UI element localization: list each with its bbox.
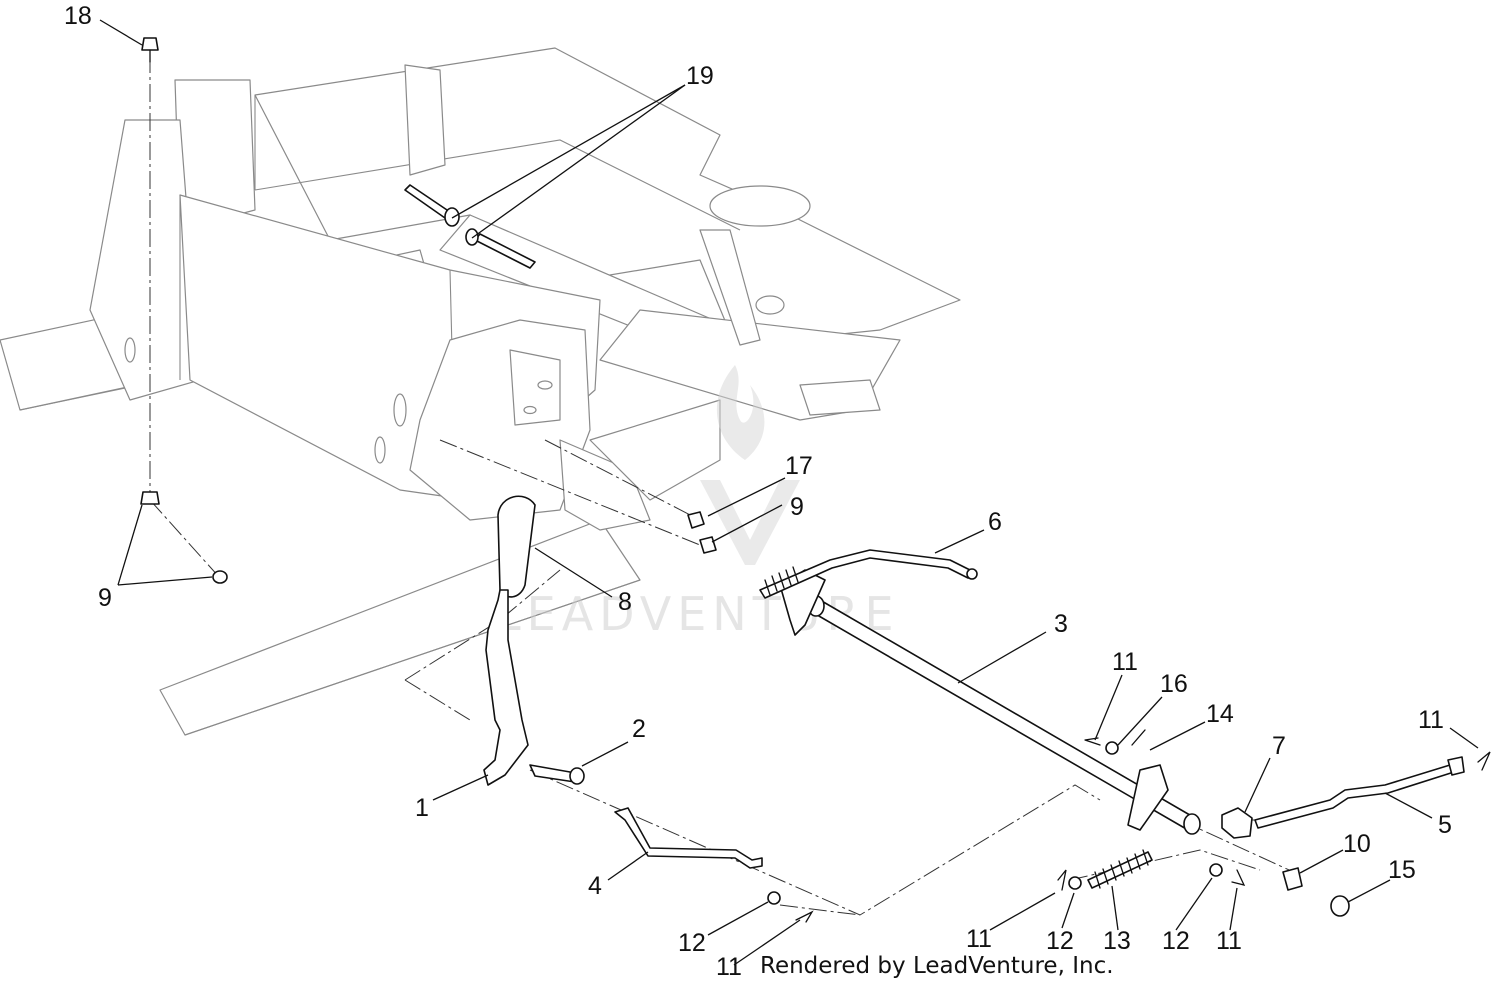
callout-2: 2 [632,715,646,743]
callouts: 18 19 17 9 6 9 8 3 11 16 14 11 2 7 1 5 1… [64,2,1452,981]
bushing-7 [1221,807,1253,839]
callout-5: 5 [1438,811,1452,839]
clip-11-d [795,910,814,923]
leader-lines [99,19,1479,966]
pins-19 [404,184,536,269]
washer-12-b [1209,863,1223,877]
clip-11-b [1057,869,1067,891]
callout-8: 8 [618,588,632,616]
callout-16: 16 [1160,670,1188,698]
callout-19: 19 [686,62,714,90]
callout-17: 17 [785,452,813,480]
washer-12-c [767,891,781,905]
callout-7: 7 [1272,732,1286,760]
phantom-lines [149,55,1301,916]
callout-14: 14 [1206,700,1234,728]
callout-11-upper: 11 [1112,648,1138,676]
pin-14 [1131,729,1146,746]
callout-11-left: 11 [716,953,742,981]
callout-13: 13 [1103,927,1131,955]
callout-6: 6 [988,508,1002,536]
washer-16 [1105,741,1119,755]
clip-11-c [1231,869,1246,886]
callout-11-bottom-b: 11 [1216,927,1242,955]
parts [140,37,1491,923]
callout-11-bottom-a: 11 [966,925,992,953]
washer-12-a [1068,876,1082,890]
callout-1: 1 [415,794,429,822]
nut-9-right [699,536,717,554]
lever-1 [483,589,529,786]
nut-9-bottom [212,570,228,584]
bolt-17 [687,511,705,529]
washer-15 [1330,895,1350,917]
callout-9-right: 9 [790,493,804,521]
rod-6 [759,549,978,599]
spring-13 [1087,849,1153,889]
nut-9-top [140,491,160,505]
callout-3: 3 [1054,610,1068,638]
clip-11-e [1477,751,1491,771]
callout-11-right: 11 [1418,706,1444,734]
bracket-arm [1127,764,1169,831]
callout-12-left: 12 [678,929,706,957]
callout-9-left: 9 [98,584,112,612]
callout-12-bottom-b: 12 [1162,927,1190,955]
clip-11-a [1084,737,1101,746]
render-credit: Rendered by LeadVenture, Inc. [760,953,1114,979]
watermark: LEADVENTURE [495,365,894,641]
callout-12-bottom-a: 12 [1046,927,1074,955]
bushing-10 [1282,867,1303,891]
bolt-18 [141,37,159,63]
callout-4: 4 [588,872,602,900]
rod-5 [1254,756,1465,829]
callout-15: 15 [1388,856,1416,884]
callout-18: 18 [64,2,92,30]
callout-10: 10 [1343,830,1371,858]
rod-4 [614,807,763,869]
